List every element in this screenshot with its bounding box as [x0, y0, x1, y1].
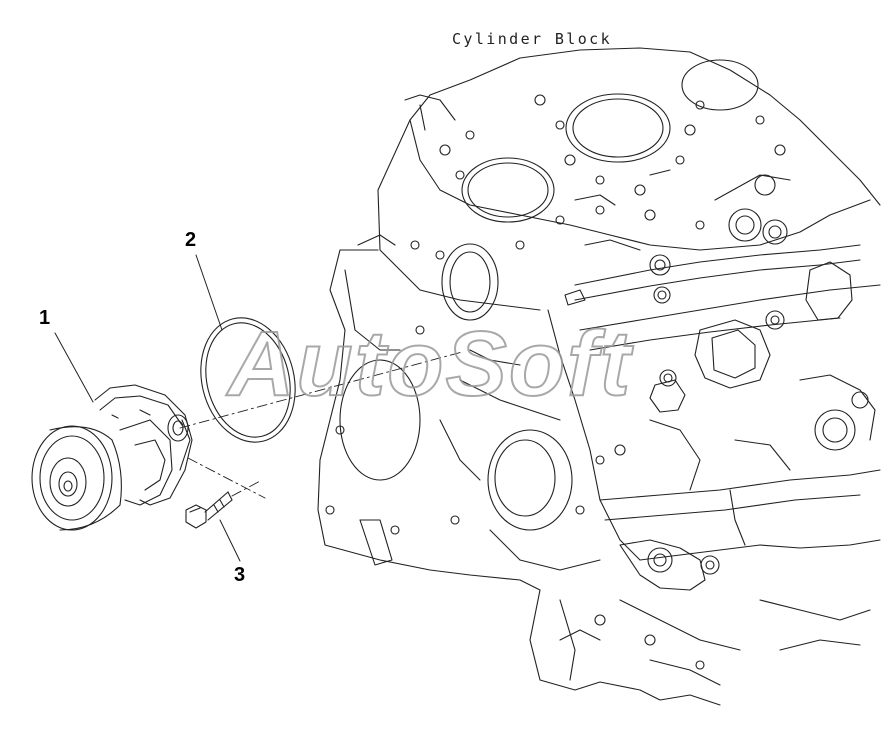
o-ring [200, 317, 296, 443]
callout-3: 3 [234, 564, 246, 586]
callout-1: 1 [39, 307, 51, 329]
leader-lines [54, 254, 241, 562]
callout-2: 2 [185, 229, 197, 251]
water-pump [31, 384, 193, 531]
cylinder-block-label: Cylinder Block [452, 30, 613, 48]
assembly-centerlines [179, 351, 463, 499]
cylinder-block [317, 47, 881, 706]
flange-bolt [185, 491, 233, 529]
